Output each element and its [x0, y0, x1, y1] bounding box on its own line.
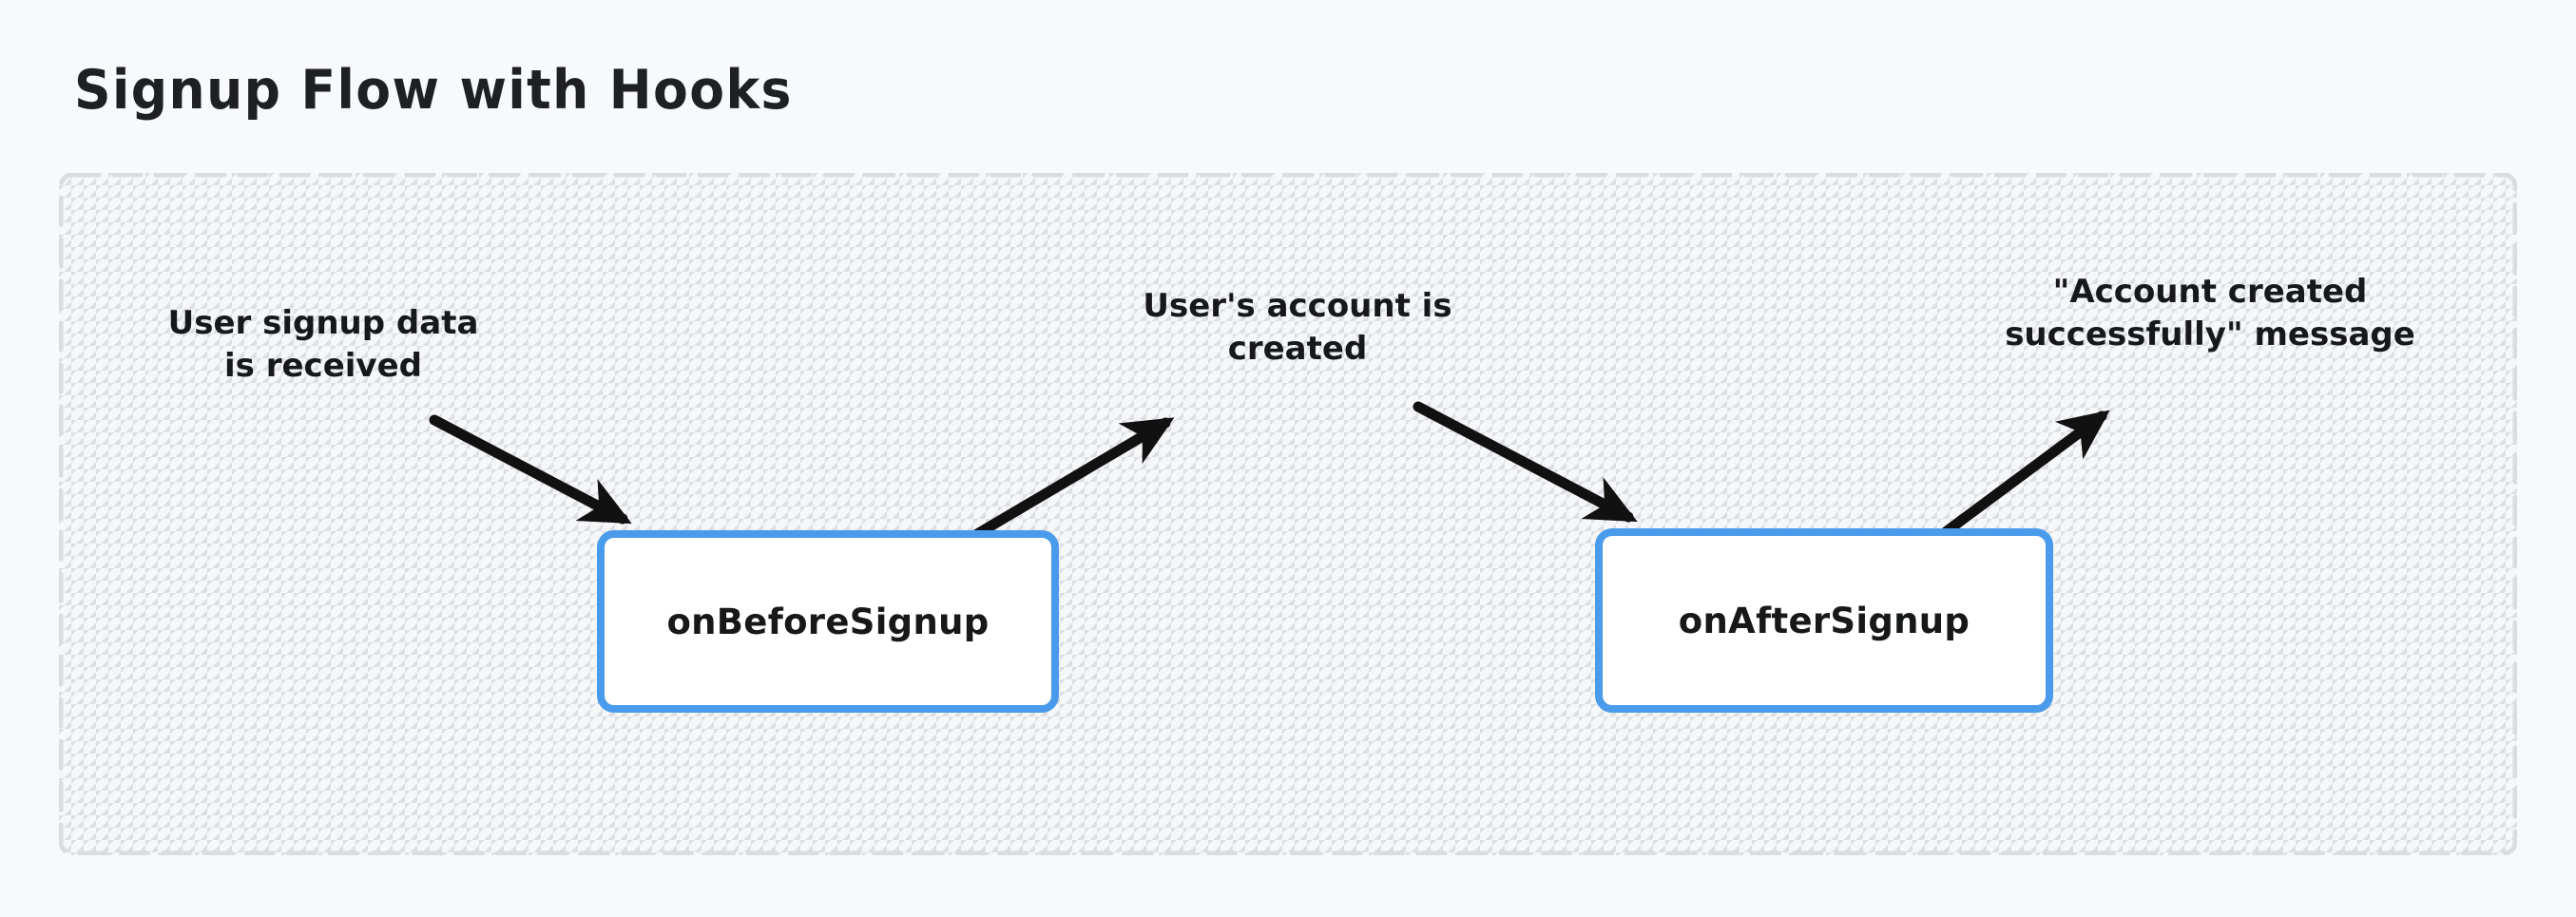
edge-label-signup-data: User signup data is received	[167, 304, 479, 385]
node-onbeforesignup-label: onBeforeSignup	[666, 601, 990, 642]
page-title: Signup Flow with Hooks	[74, 59, 793, 122]
node-onbeforesignup[interactable]: onBeforeSignup	[597, 530, 1059, 713]
node-onaftersignup-label: onAfterSignup	[1678, 600, 1970, 641]
flow-container	[59, 173, 2517, 855]
node-onaftersignup[interactable]: onAfterSignup	[1595, 528, 2053, 713]
edge-label-success-message: "Account created successfully" message	[2005, 273, 2415, 353]
edge-label-account-created: User's account is created	[1143, 287, 1452, 368]
